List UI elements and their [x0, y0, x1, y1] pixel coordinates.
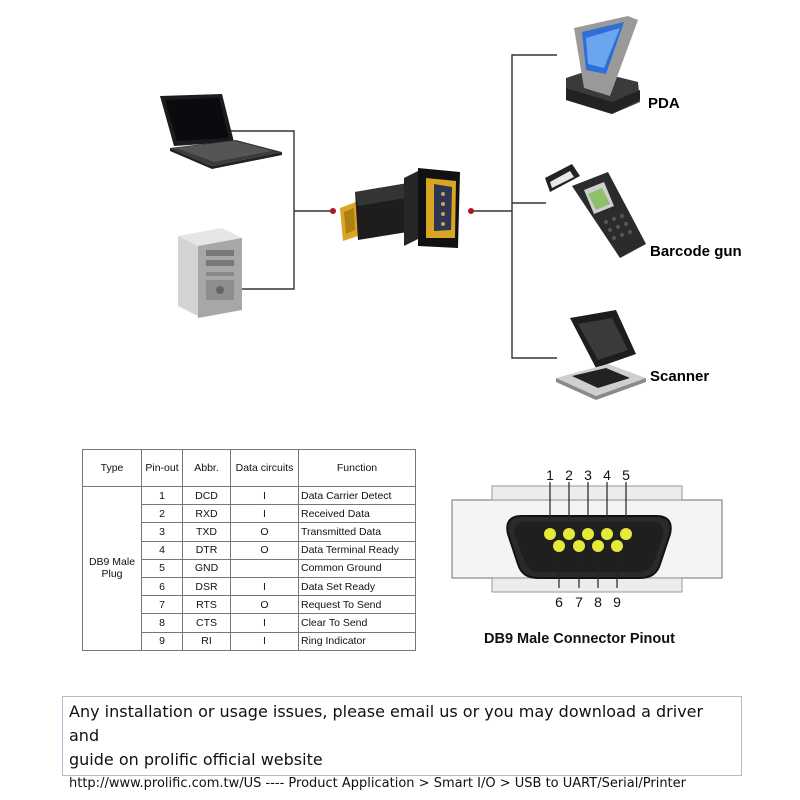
- pda-label: PDA: [648, 95, 680, 112]
- pin-number-label: 4: [603, 467, 611, 483]
- function-cell: Clear To Send: [298, 613, 416, 633]
- barcode-gun-label: Barcode gun: [650, 243, 742, 260]
- col-header-data-circuits: Data circuits: [230, 449, 299, 487]
- notice-line-1: Any installation or usage issues, please…: [69, 702, 704, 745]
- connection-diagram: PDA Barcode gun Scanner: [160, 16, 742, 400]
- pin-cell: 4: [141, 540, 183, 560]
- pin-number-label: 9: [613, 594, 621, 610]
- type-cell: DB9 Male Plug: [82, 486, 142, 651]
- support-notice: Any installation or usage issues, please…: [62, 696, 742, 791]
- laptop-icon: [160, 94, 282, 169]
- notice-line-2: guide on prolific official website: [69, 750, 323, 769]
- circuit-cell: O: [230, 522, 299, 542]
- pin-2: [563, 528, 575, 540]
- circuit-cell: I: [230, 576, 299, 597]
- pin-cell: 8: [141, 613, 183, 633]
- function-cell: Transmitted Data: [298, 522, 416, 542]
- function-cell: Ring Indicator: [298, 631, 416, 651]
- pin-cell: 7: [141, 595, 183, 615]
- circuit-cell: O: [230, 540, 299, 560]
- pin-cell: 3: [141, 522, 183, 542]
- pin-number-label: 1: [546, 467, 554, 483]
- connection-lines: [228, 54, 557, 359]
- abbr-cell: TXD: [182, 522, 231, 542]
- abbr-cell: GND: [182, 558, 231, 578]
- scanner-label: Scanner: [650, 368, 709, 385]
- abbr-cell: DTR: [182, 540, 231, 560]
- pin-5: [620, 528, 632, 540]
- pin-4: [601, 528, 613, 540]
- table-header-row: Type Pin-out Abbr. Data circuits Functio…: [82, 449, 416, 487]
- pin-7: [573, 540, 585, 552]
- connection-dot-right: [468, 208, 474, 214]
- pin-number-label: 8: [594, 594, 602, 610]
- circuit-cell: O: [230, 595, 299, 615]
- pin-cell: 6: [141, 576, 183, 597]
- pin-number-label: 7: [575, 594, 583, 610]
- pin-number-label: 3: [584, 467, 592, 483]
- abbr-cell: CTS: [182, 613, 231, 633]
- circuit-cell: [230, 558, 299, 578]
- abbr-cell: DSR: [182, 576, 231, 597]
- pin-9: [611, 540, 623, 552]
- circuit-cell: I: [230, 631, 299, 651]
- abbr-cell: RTS: [182, 595, 231, 615]
- col-header-function: Function: [298, 449, 416, 487]
- function-cell: Request To Send: [298, 595, 416, 615]
- usb-db9-adapter-icon: [340, 168, 460, 248]
- pin-3: [582, 528, 594, 540]
- barcode-gun-icon: [545, 164, 646, 258]
- pin-cell: 1: [141, 485, 183, 506]
- abbr-cell: DCD: [182, 485, 231, 506]
- function-cell: Data Terminal Ready: [298, 540, 416, 560]
- circuit-cell: I: [230, 504, 299, 524]
- col-header-type: Type: [82, 449, 142, 487]
- connection-dot-left: [330, 208, 336, 214]
- pda-icon: [566, 16, 640, 114]
- function-cell: Data Carrier Detect: [298, 485, 416, 506]
- pin-6: [553, 540, 565, 552]
- pin-cell: 2: [141, 504, 183, 524]
- pin-8: [592, 540, 604, 552]
- pin-cell: 5: [141, 558, 183, 578]
- circuit-cell: I: [230, 613, 299, 633]
- function-cell: Data Set Ready: [298, 576, 416, 597]
- desktop-tower-icon: [178, 228, 242, 318]
- pin-number-label: 2: [565, 467, 573, 483]
- col-header-abbr: Abbr.: [182, 449, 231, 487]
- circuit-cell: I: [230, 485, 299, 506]
- abbr-cell: RXD: [182, 504, 231, 524]
- function-cell: Received Data: [298, 504, 416, 524]
- function-cell: Common Ground: [298, 558, 416, 578]
- pinout-table: Type Pin-out Abbr. Data circuits Functio…: [82, 449, 416, 651]
- connector-caption: DB9 Male Connector Pinout: [484, 631, 675, 647]
- col-header-pinout: Pin-out: [141, 449, 183, 487]
- notice-url-line[interactable]: http://www.prolific.com.tw/US ---- Produ…: [69, 776, 686, 791]
- scanner-icon: [556, 310, 646, 400]
- pin-1: [544, 528, 556, 540]
- pin-number-label: 5: [622, 467, 630, 483]
- abbr-cell: RI: [182, 631, 231, 651]
- pin-number-label: 6: [555, 594, 563, 610]
- pin-cell: 9: [141, 631, 183, 651]
